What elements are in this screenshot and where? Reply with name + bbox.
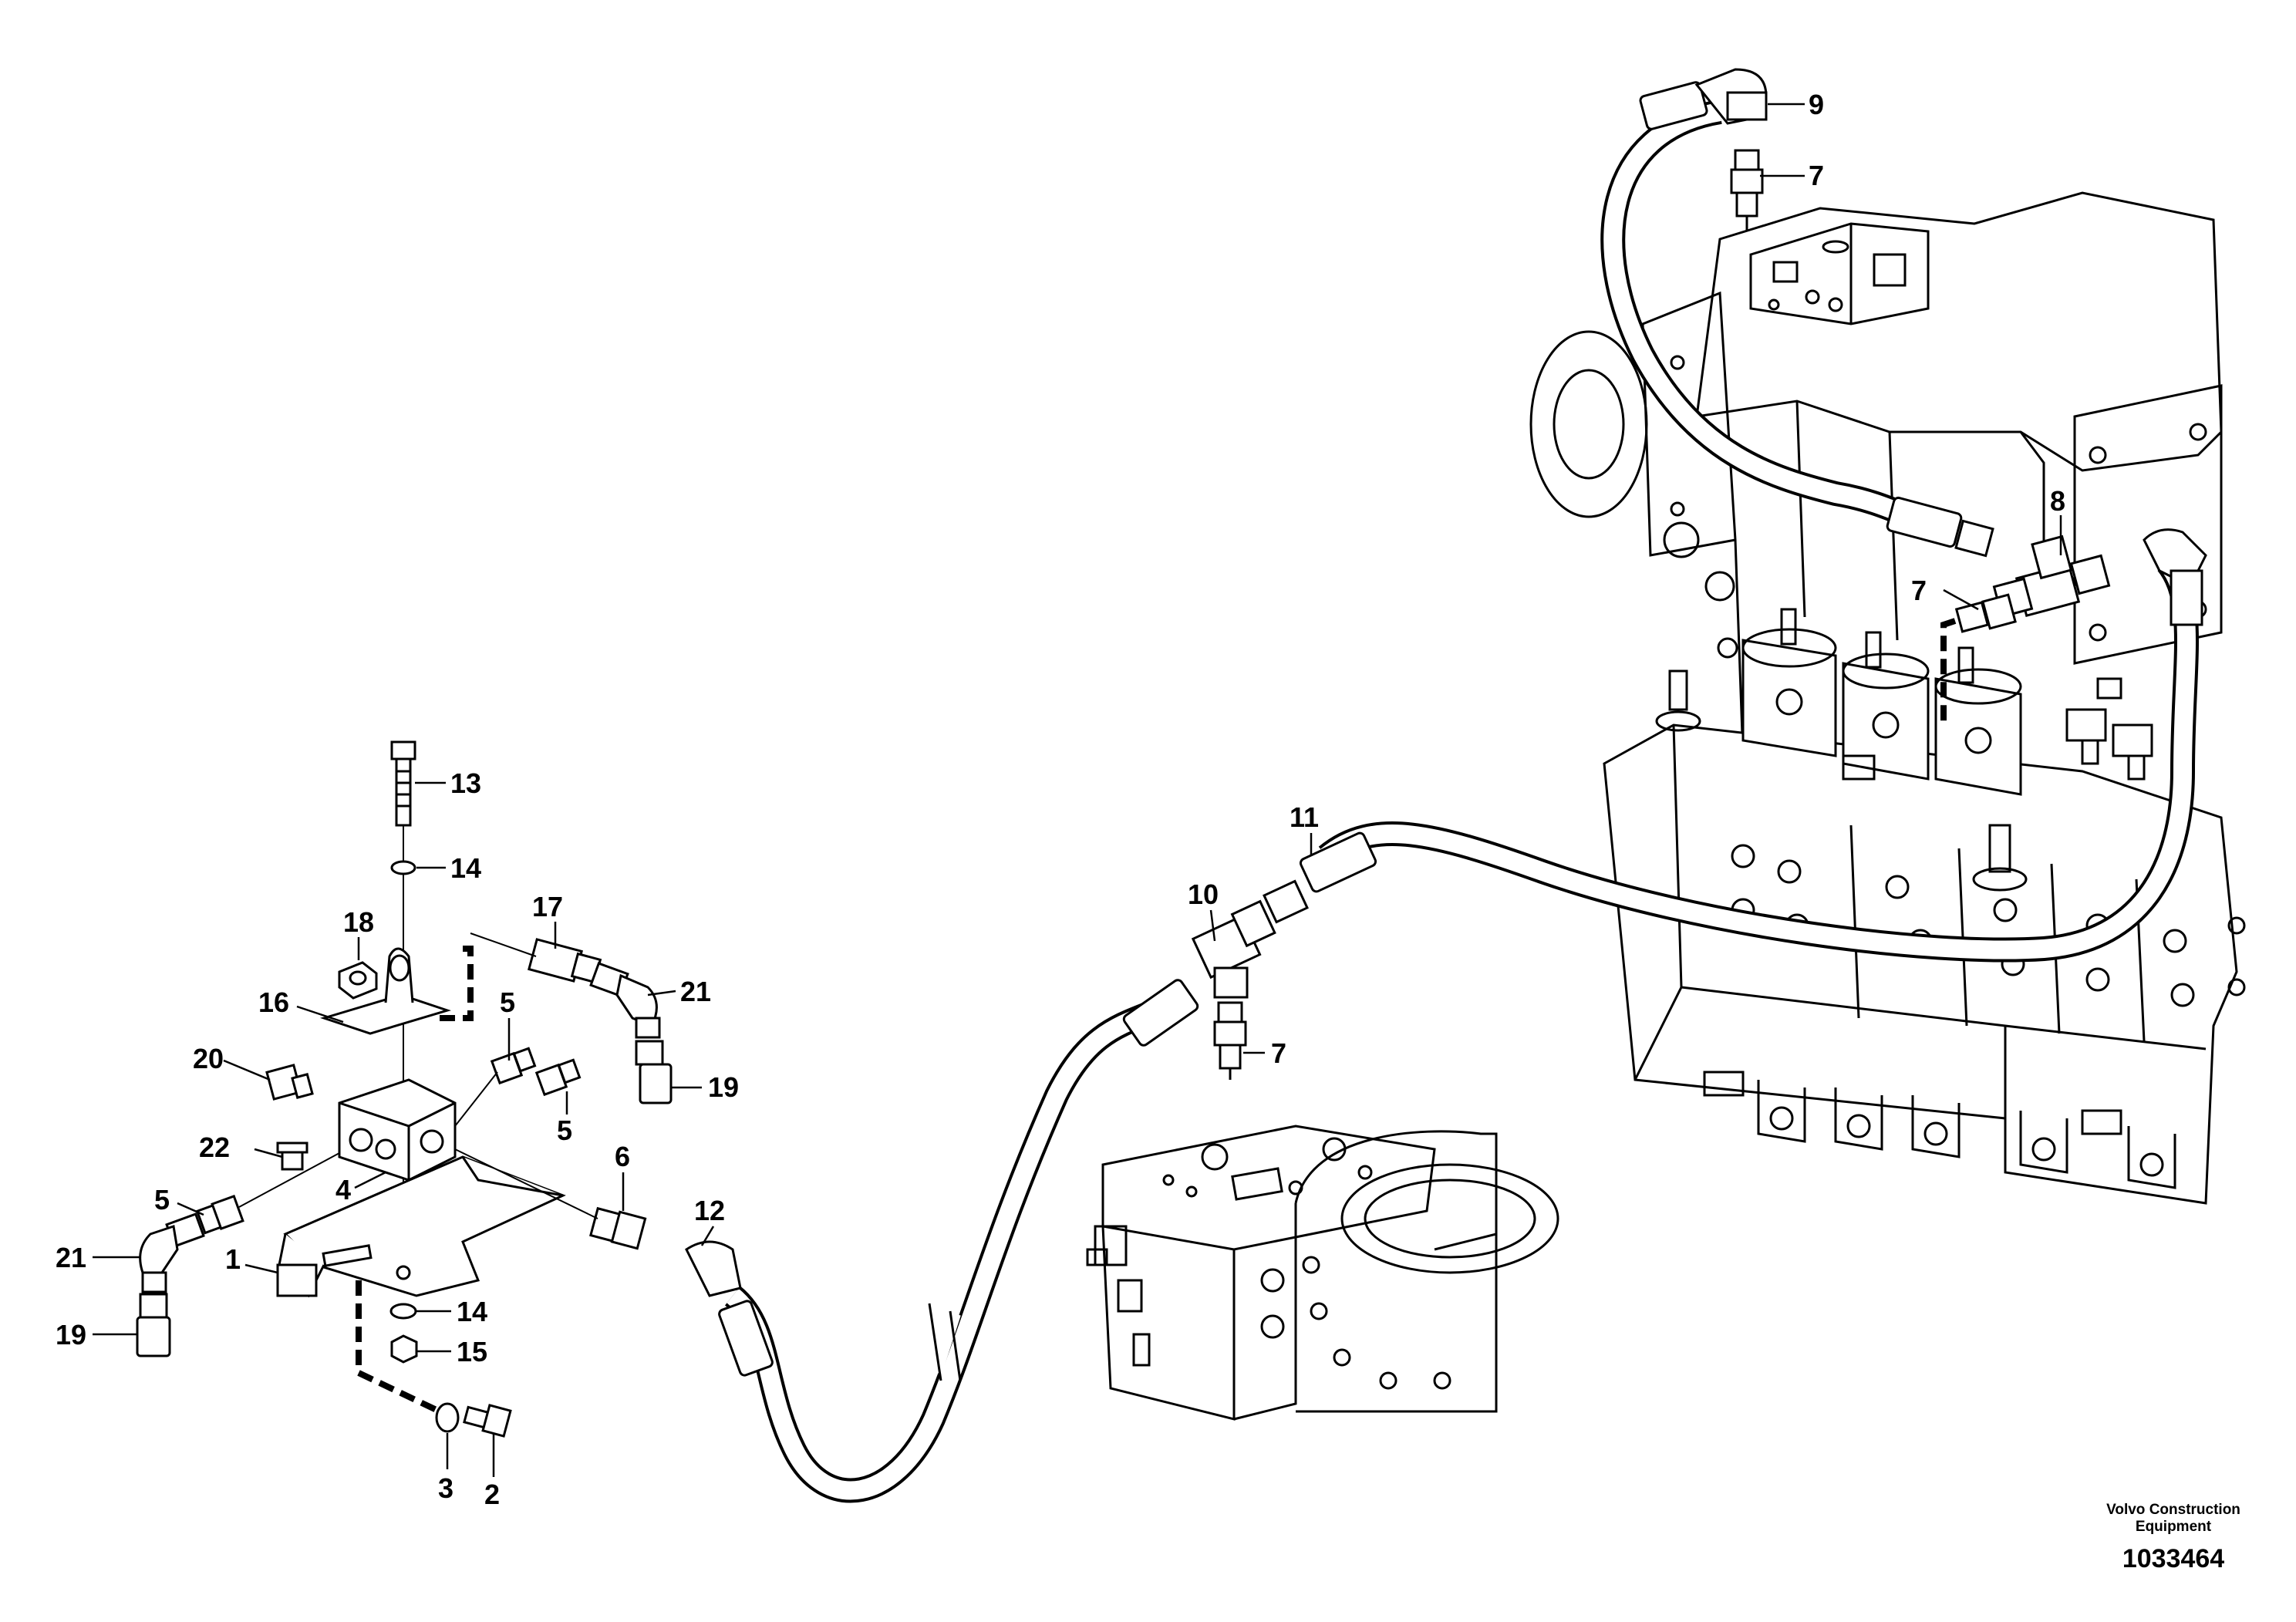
callout-7: 7 (1809, 160, 1824, 191)
adapter-5-upper-b (534, 1058, 582, 1097)
tee-fitting-8 (1992, 534, 2111, 619)
leader-lines (93, 103, 2062, 1477)
callout-15: 15 (457, 1336, 487, 1367)
washer-14-upper (390, 860, 416, 875)
hose-9 (1600, 68, 1994, 558)
control-valve-bank (1603, 608, 2246, 1205)
callout-19: 19 (56, 1319, 86, 1351)
callout-5: 5 (557, 1114, 572, 1146)
tee-fitting-10 (1191, 899, 1276, 999)
callout-21: 21 (56, 1242, 86, 1273)
nut-15 (390, 1334, 418, 1364)
callout-20: 20 (193, 1043, 224, 1074)
callout-6: 6 (615, 1141, 630, 1172)
manufacturer-name-line2: Equipment (2136, 1519, 2212, 1535)
washer-14-lower (389, 1303, 417, 1320)
callout-13: 13 (450, 767, 481, 799)
nut-18 (338, 961, 378, 1000)
callout-4: 4 (335, 1174, 351, 1206)
washer-3 (435, 1402, 460, 1433)
callout-22: 22 (199, 1131, 230, 1163)
assembly-line-2 (356, 1280, 441, 1415)
callout-9: 9 (1809, 89, 1824, 120)
callout-18: 18 (343, 906, 374, 938)
callout-19: 19 (708, 1071, 739, 1103)
callout-11: 11 (1290, 801, 1319, 833)
bracket-16 (320, 947, 451, 1035)
callout-12: 12 (694, 1195, 725, 1226)
hose-end-19-upper (635, 1040, 673, 1104)
callout-7: 7 (1271, 1037, 1286, 1069)
adapter-7-lower (1213, 1001, 1247, 1080)
callout-10: 10 (1188, 878, 1219, 910)
adapter-17 (528, 938, 602, 984)
callout-3: 3 (438, 1472, 453, 1504)
adapter-7-upper (1730, 149, 1764, 231)
hose-12 (685, 979, 1199, 1503)
elbow-21-lower (139, 1212, 205, 1293)
callout-16: 16 (258, 986, 289, 1018)
bolt-13 (390, 740, 416, 827)
callout-7: 7 (1911, 575, 1927, 606)
swivel-valve-block (1086, 1125, 1559, 1421)
assembly-line-17 (432, 946, 474, 1021)
plug-22 (276, 1141, 308, 1171)
hose-end-19-lower (136, 1293, 171, 1357)
hose-11 (1263, 528, 2207, 963)
manufacturer-name: Volvo Construction (2106, 1502, 2240, 1518)
adapter-5-lower (195, 1194, 244, 1235)
footer-block: Volvo Construction Equipment 1033464 (2106, 1502, 2240, 1573)
bolt-2 (463, 1404, 512, 1438)
adapter-6 (589, 1206, 647, 1250)
callout-14: 14 (457, 1296, 487, 1327)
adapter-5-upper-a (490, 1047, 537, 1085)
callout-8: 8 (2050, 485, 2065, 517)
manifold-block-4 (338, 1078, 457, 1182)
base-plate-1 (276, 1155, 566, 1298)
callout-5: 5 (154, 1184, 170, 1216)
adapter-7-middle (1954, 593, 2017, 633)
pump-assembly (1529, 191, 2223, 773)
callout-14: 14 (450, 852, 481, 884)
callout-21: 21 (680, 976, 711, 1007)
plug-20 (265, 1064, 314, 1101)
callout-2: 2 (484, 1479, 500, 1510)
callout-labels: 9 7 8 7 11 10 7 13 14 18 17 21 16 5 19 2… (56, 89, 2065, 1510)
assembly-line-7-middle (1940, 618, 1957, 725)
callout-17: 17 (532, 891, 563, 922)
elbow-21-upper (589, 962, 661, 1039)
callout-1: 1 (225, 1243, 241, 1275)
callout-5: 5 (500, 986, 515, 1018)
document-number: 1033464 (2122, 1544, 2224, 1573)
